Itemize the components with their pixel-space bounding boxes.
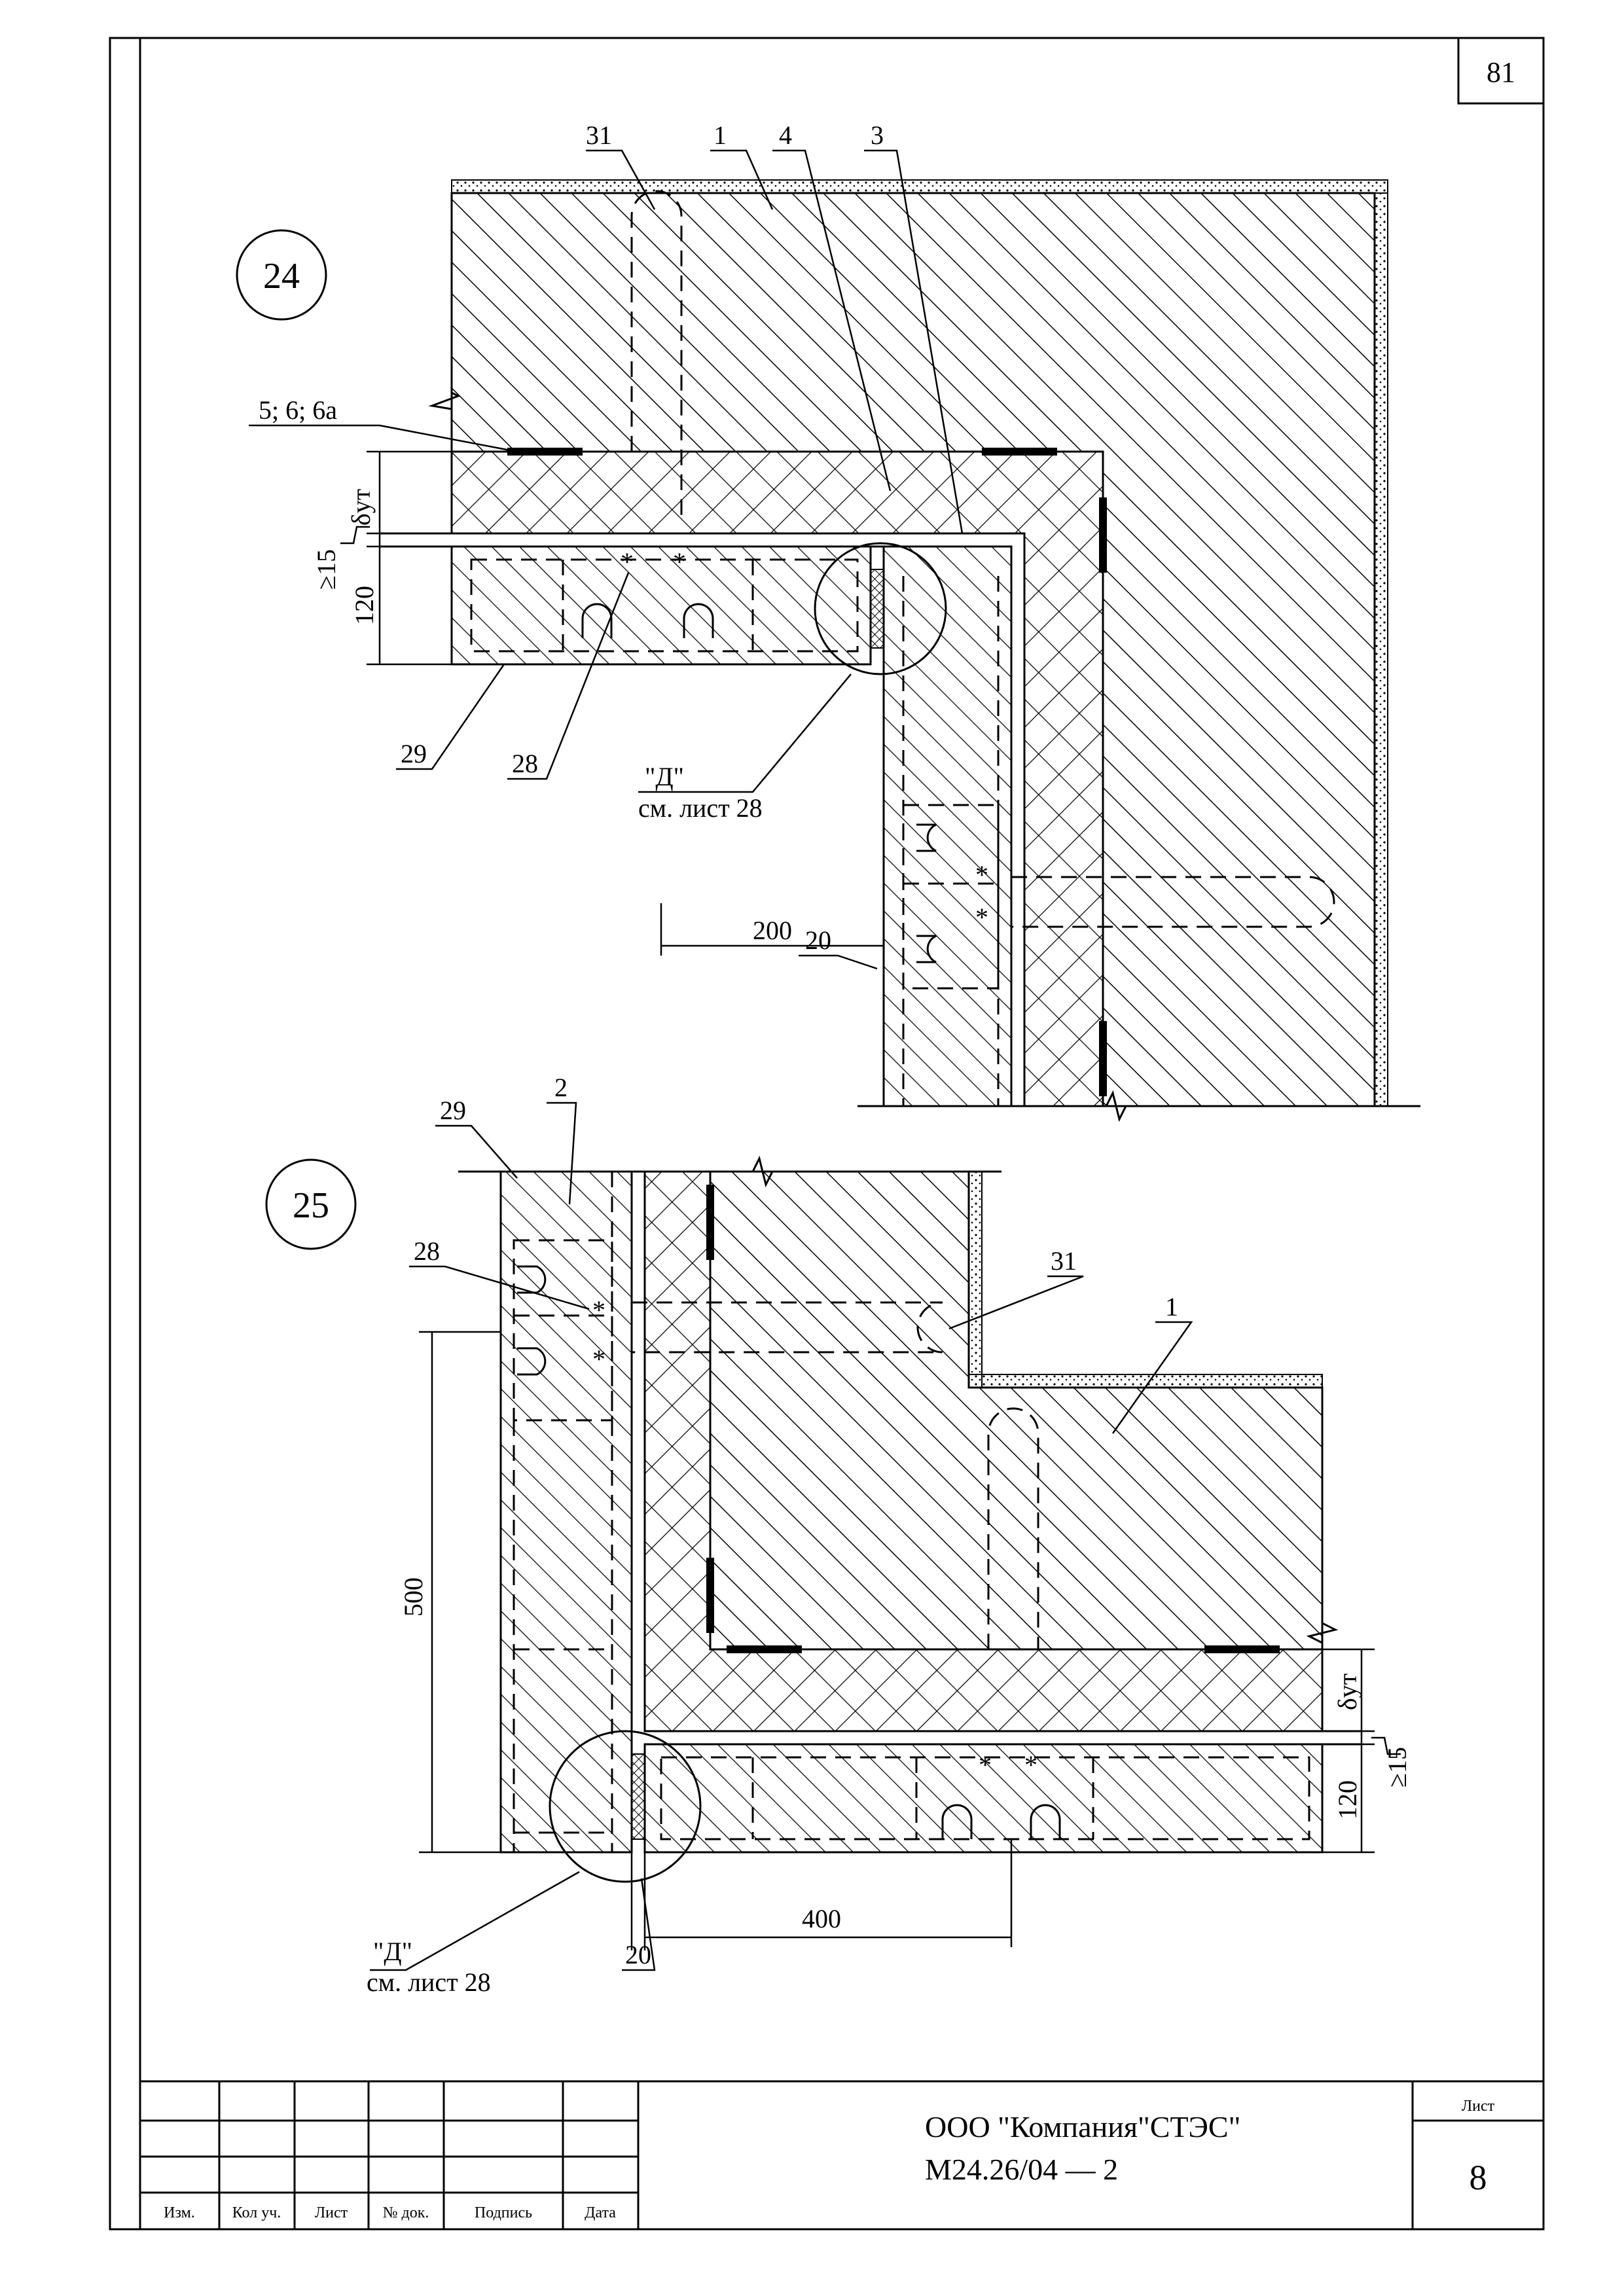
svg-text:*: * xyxy=(1024,1750,1038,1780)
callout-2-25: 2 xyxy=(554,1073,568,1102)
callout-5-24: 5; 6; 6а xyxy=(259,395,337,425)
callout-1-25: 1 xyxy=(1165,1292,1178,1321)
callout-20-24: 20 xyxy=(805,925,831,955)
tb-company: ООО "Компания"СТЭС" xyxy=(925,2110,1240,2144)
callout-29-25: 29 xyxy=(440,1096,466,1125)
callout-29-24: 29 xyxy=(401,739,427,768)
callout-28-24: 28 xyxy=(512,749,538,778)
plaster-right-24 xyxy=(1374,192,1388,1107)
tb-col-kol: Кол уч. xyxy=(232,2204,281,2221)
callout-31-24: 31 xyxy=(586,120,612,150)
detail-d-circle-24 xyxy=(814,542,947,675)
dim-200-24: 200 xyxy=(753,916,792,945)
detail-ref-mark-24: "Д" xyxy=(645,762,684,791)
svg-text:*: * xyxy=(592,1344,605,1374)
gasket-24d xyxy=(1099,1021,1107,1096)
svg-text:*: * xyxy=(979,1750,992,1780)
detail-24: * * * * 24 31 1 4 3 5; 6; 6а 29 28 xyxy=(236,120,1420,1122)
title-block xyxy=(140,2080,1543,2229)
callout-28-25: 28 xyxy=(414,1236,440,1266)
dim-120-25: 120 xyxy=(1333,1780,1362,1820)
tb-col-doc: № док. xyxy=(383,2204,429,2221)
sealant-24 xyxy=(870,569,884,649)
detail-ref-text-24: см. лист 28 xyxy=(638,793,763,823)
tb-sheet-label: Лист xyxy=(1462,2098,1495,2115)
tb-code: М24.26/04 — 2 xyxy=(925,2153,1118,2186)
dim-400-25: 400 xyxy=(802,1904,841,1933)
dim-500-25: 500 xyxy=(399,1577,428,1617)
gasket-24c xyxy=(1099,497,1107,573)
detail-24-number: 24 xyxy=(263,256,300,296)
anchor-25 xyxy=(632,1301,943,1354)
dim-120-24: 120 xyxy=(350,586,379,625)
detail-25: * * * * 25 29 2 28 31 1 20 "Д" см. лист … xyxy=(265,1073,1412,1997)
gasket-24a xyxy=(507,448,583,456)
concrete-wall-25 xyxy=(709,1170,1324,1651)
corner-number-box xyxy=(1457,37,1545,105)
svg-text:*: * xyxy=(975,860,988,889)
panel-horizontal-24 xyxy=(450,545,872,666)
inner-frame xyxy=(139,37,1545,2231)
tb-sheet-number: 8 xyxy=(1470,2158,1487,2197)
tb-col-sign: Подпись xyxy=(475,2204,532,2221)
callout-1-24: 1 xyxy=(713,120,727,150)
detail-d-circle-25 xyxy=(549,1730,702,1883)
dim-ge15-25: ≥15 xyxy=(1382,1747,1412,1787)
plaster-top-24 xyxy=(451,179,1388,194)
tb-col-list: Лист xyxy=(315,2204,348,2221)
detail-ref-text-25: см. лист 28 xyxy=(367,1967,491,1997)
corner-sheet-number: 81 xyxy=(1487,56,1515,88)
detail-ref-mark-25: "Д" xyxy=(373,1937,412,1966)
callout-31-25: 31 xyxy=(1051,1246,1077,1276)
sealant-25 xyxy=(631,1753,645,1840)
gasket-24b xyxy=(982,448,1057,456)
callout-20-25: 20 xyxy=(625,1940,651,1969)
loop-31-24 xyxy=(630,190,683,524)
svg-text:*: * xyxy=(975,903,988,932)
callout-3-24: 3 xyxy=(871,120,884,150)
panel-vertical-24 xyxy=(882,545,1013,1107)
detail-25-number: 25 xyxy=(293,1185,329,1226)
dim-ge15-24: ≥15 xyxy=(312,549,341,590)
anchor-24 xyxy=(1011,876,1335,928)
svg-text:*: * xyxy=(621,547,634,577)
svg-text:*: * xyxy=(592,1295,605,1325)
rebar-frame-24b xyxy=(902,804,1000,990)
svg-text:*: * xyxy=(673,547,686,577)
detail-24-circle xyxy=(236,229,327,321)
callout-4-24: 4 xyxy=(779,120,792,150)
gap-line-24 xyxy=(380,532,1026,1106)
dim-delta-24: δут xyxy=(346,489,376,526)
detail-25-circle xyxy=(265,1158,357,1250)
panel-horizontal-25 xyxy=(643,1743,1324,1854)
rebar-frame-24a xyxy=(470,558,859,653)
loop-31-25 xyxy=(987,1407,1039,1649)
dim-delta-25: δут xyxy=(1333,1674,1362,1710)
tb-col-izm: Изм. xyxy=(164,2204,195,2221)
tb-col-date: Дата xyxy=(585,2204,616,2221)
plaster-vertical-25 xyxy=(968,1171,983,1388)
